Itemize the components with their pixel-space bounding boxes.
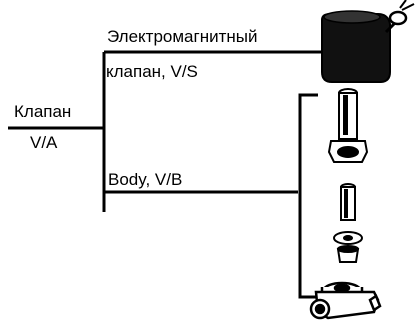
solenoid-label-line2: клапан, V/S (106, 62, 198, 81)
solenoid-label-line1: Электромагнитный (107, 27, 258, 46)
body-label: Body, V/B (108, 170, 183, 189)
solenoid-coil-icon (321, 0, 415, 83)
core-spring-icon (340, 183, 356, 221)
diaphragm-icon (333, 231, 363, 245)
plunger-tube-icon (327, 88, 369, 163)
body-bracket (298, 93, 318, 299)
valve-label-name: Клапан (14, 102, 72, 121)
connector-lines (8, 50, 326, 299)
seal-icon (336, 245, 360, 263)
valve-label-code: V/A (30, 133, 58, 152)
valve-body-icon (309, 281, 382, 320)
